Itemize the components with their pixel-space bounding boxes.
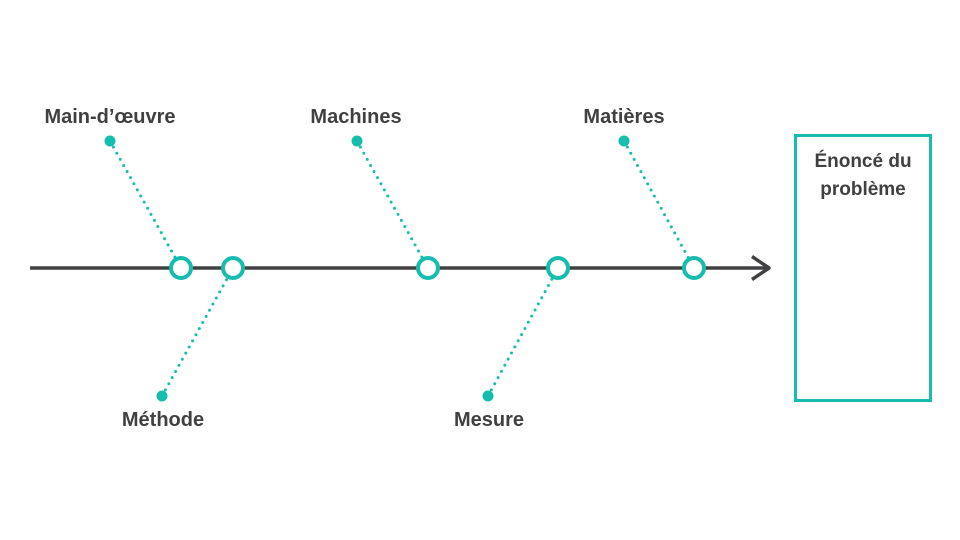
branch-line-matieres	[622, 139, 696, 270]
branch-dot-main-doeuvre	[104, 135, 116, 147]
branch-line-machines	[355, 139, 430, 270]
problem-statement-label: Énoncé du problème	[814, 151, 912, 200]
spine-node-machines	[416, 256, 440, 280]
spine-node-methode	[221, 256, 245, 280]
category-label-machines: Machines	[310, 106, 402, 128]
spine-node-matieres	[682, 256, 706, 280]
spine-node-main-doeuvre	[169, 256, 193, 280]
problem-statement-box: Énoncé du problème	[794, 134, 932, 402]
branch-dot-machines	[351, 135, 363, 147]
branch-dot-mesure	[482, 390, 494, 402]
branch-dot-matieres	[618, 135, 630, 147]
spine-arrowhead-icon	[751, 255, 771, 281]
category-label-mesure: Mesure	[453, 409, 525, 431]
spine-node-mesure	[546, 256, 570, 280]
category-label-main-doeuvre: Main-d’œuvre	[44, 106, 176, 128]
category-label-methode: Méthode	[121, 409, 205, 431]
category-label-matieres: Matières	[583, 106, 665, 128]
branch-dot-methode	[156, 390, 168, 402]
branch-line-main-doeuvre	[108, 139, 183, 270]
branch-line-methode	[160, 266, 235, 398]
branch-line-mesure	[486, 266, 560, 398]
